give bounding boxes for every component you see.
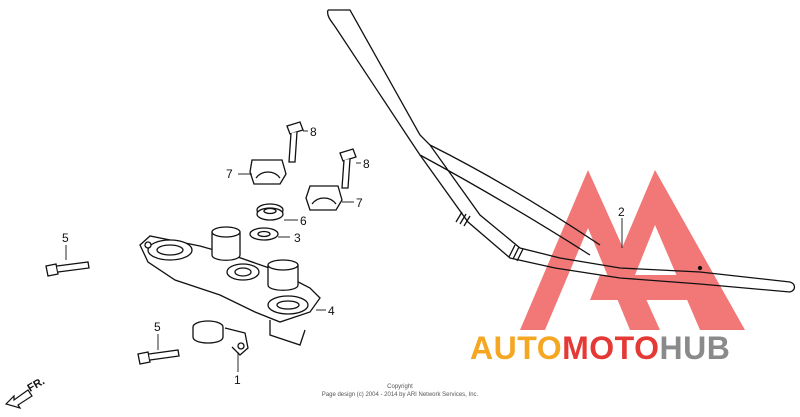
handlebar xyxy=(326,9,796,293)
callout-6: 6 xyxy=(300,214,307,228)
callout-7-left: 7 xyxy=(226,167,233,181)
washer-3 xyxy=(249,227,279,241)
callout-labels: 8 8 7 7 6 3 4 5 5 1 2 xyxy=(62,125,625,387)
bolt-5-left xyxy=(45,261,90,277)
watermark-moto: MOTO xyxy=(562,330,660,366)
direction-label: FR. xyxy=(26,375,47,394)
bolt-5-lower xyxy=(137,349,180,365)
upper-holder-right xyxy=(305,185,343,211)
watermark-auto: AUTO xyxy=(470,330,563,366)
callout-7-right: 7 xyxy=(356,196,363,210)
cushion-6 xyxy=(256,203,284,221)
callout-5-lower: 5 xyxy=(154,320,161,334)
holder-lower xyxy=(192,320,249,356)
top-bridge xyxy=(139,226,321,346)
bolt-8-lower xyxy=(339,148,357,189)
callout-5-left: 5 xyxy=(62,231,69,245)
callout-1: 1 xyxy=(234,373,241,387)
copyright-notice: Page design (c) 2004 - 2014 by ARI Netwo… xyxy=(321,392,479,398)
leader-lines xyxy=(65,130,623,372)
callout-2: 2 xyxy=(618,205,625,219)
copyright-heading: Copyright xyxy=(387,384,413,390)
watermark-triangle-logo xyxy=(520,170,745,330)
callout-8-upper: 8 xyxy=(310,125,317,139)
callout-4: 4 xyxy=(328,304,335,318)
callout-3: 3 xyxy=(294,231,301,245)
front-direction-arrow-icon: FR. xyxy=(4,375,47,410)
upper-holder-left xyxy=(249,159,287,185)
bolt-8-upper xyxy=(286,121,304,163)
watermark-wordmark: AUTOMOTOHUB xyxy=(470,330,730,367)
callout-8-lower: 8 xyxy=(363,157,370,171)
watermark-hub: HUB xyxy=(659,330,731,366)
